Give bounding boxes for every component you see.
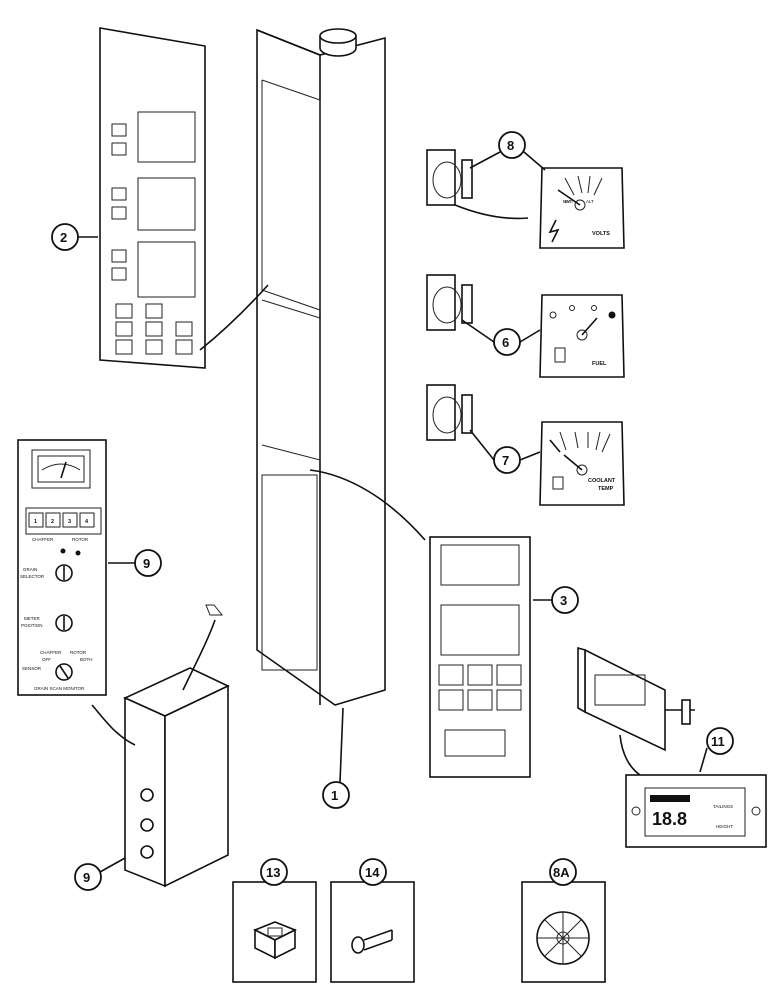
display-tailings: TAILINGS [713, 804, 733, 809]
callout-6: 6 [461, 319, 541, 356]
coolant-label-1: COOLANT [588, 478, 616, 484]
svg-text:8: 8 [507, 138, 514, 153]
rotor-label-2: ROTOR [70, 650, 87, 655]
rotor-label: ROTOR [72, 537, 89, 542]
callout-14: 14 [359, 858, 387, 886]
callout-13: 13 [260, 858, 288, 886]
part-13-box [232, 881, 317, 983]
callout-2: 2 [51, 223, 98, 251]
svg-text:7: 7 [502, 453, 509, 468]
volts-label: VOLTS [592, 231, 610, 237]
monitor-button-2[interactable]: 2 [51, 519, 54, 525]
display-unit-3 [309, 469, 531, 778]
monitor-title: GRAIN SCAN MONITOR [34, 686, 85, 691]
grain-label: GRAIN [23, 567, 37, 572]
callout-3: 3 [533, 586, 579, 614]
sensor-label: SENSOR [22, 666, 42, 671]
callout-1: 1 [322, 707, 350, 809]
chaffer-label-2: CHAFFER [40, 650, 62, 655]
coolant-label-2: TEMP [598, 486, 614, 492]
position-label: POSITION [21, 623, 43, 628]
display-digits: 18.8 [652, 809, 687, 829]
callout-8a: 8A [549, 858, 577, 886]
panel-2 [99, 27, 269, 369]
callout-7: 7 [469, 429, 541, 474]
gauge-fuel: FUEL [426, 274, 625, 378]
svg-text:2: 2 [60, 230, 67, 245]
display-height: HEIGHT [716, 824, 733, 829]
monitor-panel-9: 1 2 3 4 CHAFFER ROTOR GRAIN SELECTOR MET… [17, 439, 107, 696]
both-label: BOTH [80, 657, 93, 662]
meter-label: METER [24, 616, 41, 621]
svg-text:6: 6 [502, 335, 509, 350]
part-8a-box [521, 881, 606, 983]
volts-alt-label: ALT [586, 199, 594, 204]
main-column [256, 28, 386, 706]
volts-bat-label: BAT [565, 199, 574, 204]
svg-text:11: 11 [711, 734, 725, 749]
chaffer-label: CHAFFER [32, 537, 54, 542]
display-module-11: 18.8 TAILINGS HEIGHT [577, 646, 767, 848]
monitor-box-9 [91, 604, 230, 888]
svg-text:8A: 8A [553, 865, 570, 880]
callout-11: 11 [699, 727, 734, 773]
monitor-buttons: 1 2 3 4 [28, 512, 95, 528]
svg-text:1: 1 [331, 788, 338, 803]
svg-text:9: 9 [143, 556, 150, 571]
gauge-volts: BAT ALT BAT VOLTS [426, 149, 625, 249]
monitor-button-4[interactable]: 4 [85, 519, 89, 525]
svg-text:14: 14 [365, 865, 380, 880]
fuel-label: FUEL [592, 361, 607, 367]
svg-text:3: 3 [560, 593, 567, 608]
selector-label: SELECTOR [20, 574, 45, 579]
gauge-coolant: COOLANT TEMP [426, 384, 625, 506]
callout-9-panel: 9 [108, 549, 162, 577]
svg-text:9: 9 [83, 870, 90, 885]
svg-text:13: 13 [266, 865, 280, 880]
svg-text:BAT: BAT [563, 199, 572, 204]
callout-9-box: 9 [74, 857, 126, 891]
monitor-button-1[interactable]: 1 [34, 519, 37, 525]
callout-8: 8 [469, 131, 546, 171]
part-14-box [330, 881, 415, 983]
off-label: OFF [42, 657, 51, 662]
monitor-button-3[interactable]: 3 [68, 519, 71, 525]
